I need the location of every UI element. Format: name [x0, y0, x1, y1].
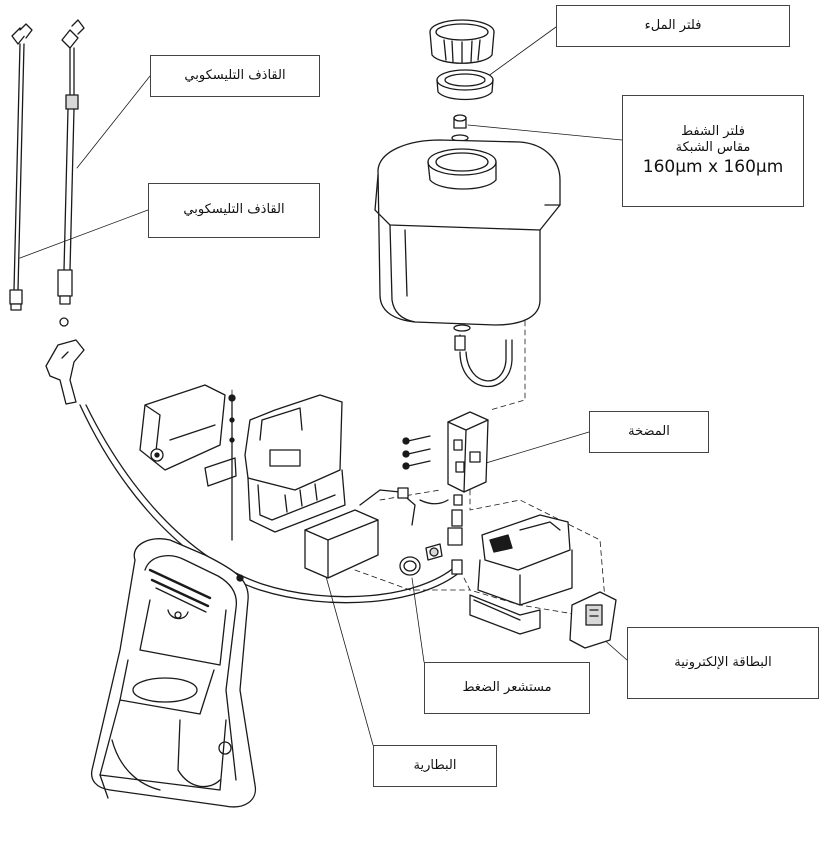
label-telescopic-lance-2: القاذف التليسكوبي: [148, 183, 320, 238]
label-telescopic-lance-2-text: القاذف التليسكوبي: [183, 202, 285, 218]
label-pressure-sensor: مستشعر الضغط: [424, 662, 590, 714]
battery-bracket-right: [244, 394, 346, 533]
label-battery: البطارية: [373, 745, 497, 787]
tank: [374, 139, 561, 332]
label-pressure-filter-line3: 160µm x 160µm: [642, 156, 784, 177]
label-pressure-filter-line1: فلتر الشفط: [681, 124, 745, 140]
label-battery-text: البطارية: [413, 757, 457, 773]
battery-bracket-left: [139, 384, 237, 541]
filler-cap: [429, 19, 495, 64]
backpack-frame: [90, 538, 257, 808]
telescopic-lance-right: [45, 19, 85, 405]
suction-filter: [451, 114, 469, 142]
label-electronic-card: البطاقة الإلكترونية: [627, 627, 819, 699]
label-pressure-filter: فلتر الشفط مقاس الشبكة 160µm x 160µm: [622, 95, 804, 207]
label-pressure-filter-line2: مقاس الشبكة: [675, 140, 751, 156]
label-pump: المضخة: [589, 411, 709, 453]
filler-filter-ring: [436, 69, 494, 101]
leader-lines: [19, 26, 628, 746]
electronics-housing: [469, 514, 573, 635]
label-telescopic-lance-1-text: القاذف التليسكوبي: [184, 67, 286, 83]
label-electronic-card-text: البطاقة الإلكترونية: [674, 654, 772, 670]
pressure-sensor: [399, 543, 443, 576]
label-filler-filter-text: فلتر الملء: [644, 17, 702, 33]
spray-hose: [79, 404, 461, 604]
label-pressure-sensor-text: مستشعر الضغط: [462, 679, 552, 695]
label-filler-filter: فلتر الملء: [556, 5, 790, 47]
telescopic-lance-left: [9, 23, 33, 311]
suction-hose: [454, 334, 513, 388]
pump: [402, 411, 489, 575]
electronic-card: [569, 591, 617, 649]
label-pump-text: المضخة: [628, 423, 670, 439]
label-telescopic-lance-1: القاذف التليسكوبي: [150, 55, 320, 97]
battery: [304, 487, 449, 579]
